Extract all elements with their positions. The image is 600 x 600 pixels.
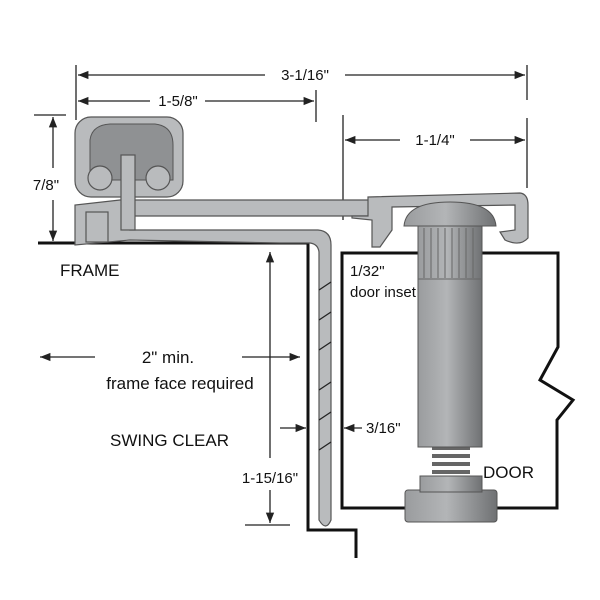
gasket-fins — [318, 281, 332, 451]
dimension-leaf: 1-5/8" — [78, 90, 317, 122]
door-leaf — [351, 192, 529, 248]
clearance-label: 3/16" — [366, 420, 401, 437]
door-label: DOOR — [483, 463, 534, 482]
door-outline — [340, 251, 576, 510]
dimension-overall: 3-1/16" — [75, 65, 528, 120]
frame-leaf — [74, 116, 381, 527]
height-label: 7/8" — [33, 177, 59, 194]
dimension-frame-face: 1-15/16" — [242, 251, 298, 526]
swing-clear-label: SWING CLEAR — [110, 431, 229, 450]
leaf-width-label: 1-5/8" — [158, 93, 198, 110]
pin-thread — [432, 446, 470, 474]
dimension-height: 7/8" — [33, 114, 66, 241]
min-face-value: 2" min. — [142, 348, 194, 367]
dimension-clearance: 3/16" — [280, 420, 401, 437]
door-inset-text: door inset — [350, 284, 417, 301]
door-leaf-width-label: 1-1/4" — [415, 132, 455, 149]
overall-width-label: 3-1/16" — [281, 67, 329, 84]
hinge-pin — [403, 201, 498, 523]
frame-label: FRAME — [60, 261, 120, 280]
frame-face-label: 1-15/16" — [242, 470, 298, 487]
min-face-text: frame face required — [106, 374, 253, 393]
frame-outline — [38, 241, 358, 558]
door-inset-value: 1/32" — [350, 263, 385, 280]
dimension-door-leaf: 1-1/4" — [342, 115, 528, 220]
